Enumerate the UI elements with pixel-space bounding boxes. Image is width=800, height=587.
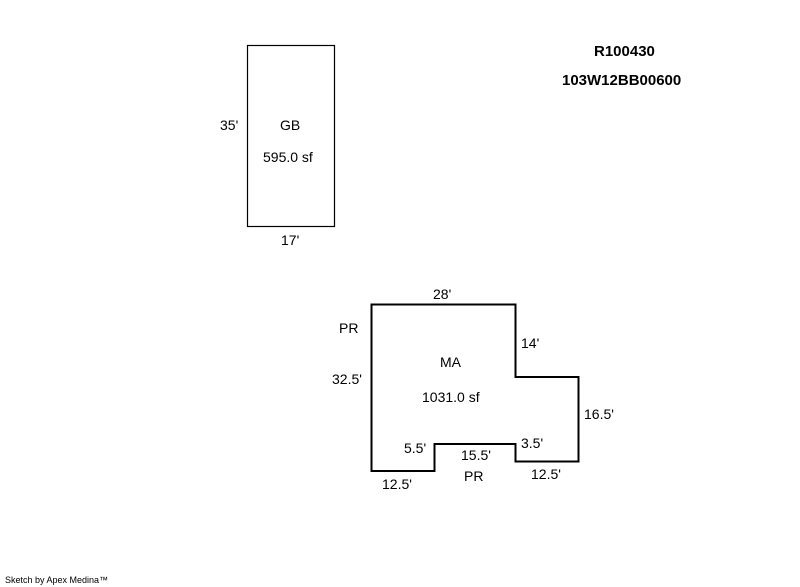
gb-area: 595.0 sf (263, 149, 313, 165)
ma-dim-right: 16.5' (584, 406, 614, 422)
gb-dim-left: 35' (220, 117, 239, 133)
ma-dim-left: 32.5' (332, 371, 362, 387)
ma-dim-notch-bottom: 15.5' (461, 447, 491, 463)
ma-porch-bottom: PR (464, 468, 484, 484)
parcel-id: R100430 (594, 43, 655, 60)
ma-dim-notch-left: 5.5' (404, 440, 427, 456)
ma-dim-top: 28' (433, 286, 452, 302)
gb-label: GB (280, 117, 301, 133)
ma-label: MA (440, 354, 461, 370)
ma-dim-bottom-right: 12.5' (531, 466, 561, 482)
ma-dim-upper-right: 14' (521, 335, 540, 351)
ma-dim-bottom-left: 12.5' (382, 476, 412, 492)
gb-dim-bottom: 17' (281, 232, 300, 248)
ma-porch-left: PR (339, 320, 359, 336)
gb-outline (246, 44, 336, 228)
ma-outline (370, 303, 580, 472)
ma-dim-notch-right: 3.5' (521, 435, 544, 451)
map-number: 103W12BB00600 (562, 72, 682, 89)
sketch-credit: Sketch by Apex Medina™ (5, 575, 109, 585)
ma-area: 1031.0 sf (422, 389, 480, 405)
